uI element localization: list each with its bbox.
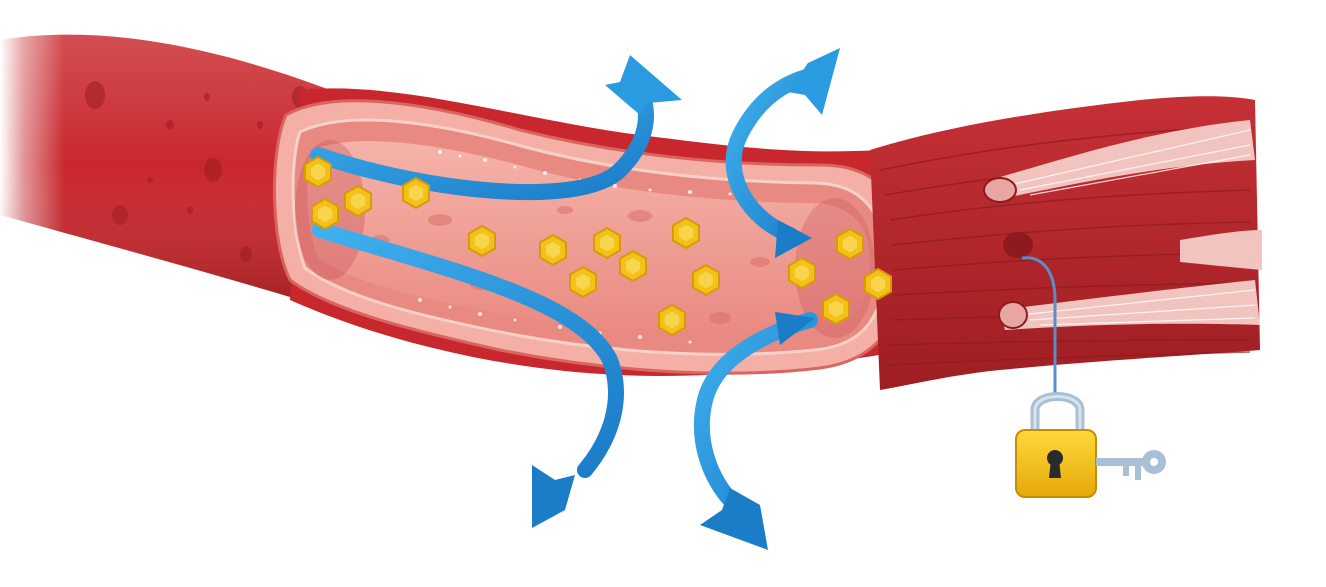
glucose-hexagon-highlight xyxy=(664,311,680,329)
arrow-up-left xyxy=(310,55,682,201)
glucose-hexagon-highlight xyxy=(828,300,844,318)
glucose-hexagon-highlight xyxy=(678,224,694,242)
flow-arrows xyxy=(310,48,840,550)
glucose-hexagon-highlight xyxy=(474,232,490,250)
glucose-hexagon-highlight xyxy=(545,241,561,259)
arrow-down-left xyxy=(312,222,624,528)
glucose-hexagon-highlight xyxy=(310,163,326,181)
arrow-up-right xyxy=(725,48,840,258)
glucose-hexagon-highlight xyxy=(317,205,333,223)
tendon-fibers xyxy=(990,120,1262,330)
arrow-down-right xyxy=(693,312,818,550)
padlock-icon xyxy=(1015,392,1097,498)
glucose-hexagon-highlight xyxy=(408,184,424,202)
glucose-hexagon-highlight xyxy=(599,234,615,252)
muscle-tissue xyxy=(870,96,1262,390)
glucose-hexagon-highlight xyxy=(575,273,591,291)
glucose-hexagon-highlight xyxy=(870,275,886,293)
glucose-hexagon-highlight xyxy=(842,235,858,253)
glucose-hexagon-highlight xyxy=(698,271,714,289)
glucose-molecules xyxy=(304,155,892,337)
glucose-hexagon-highlight xyxy=(625,257,641,275)
key-icon xyxy=(1096,450,1166,480)
receptor-line xyxy=(1021,256,1057,395)
glucose-hexagon-highlight xyxy=(350,192,366,210)
glucose-hexagon-highlight xyxy=(794,264,810,282)
